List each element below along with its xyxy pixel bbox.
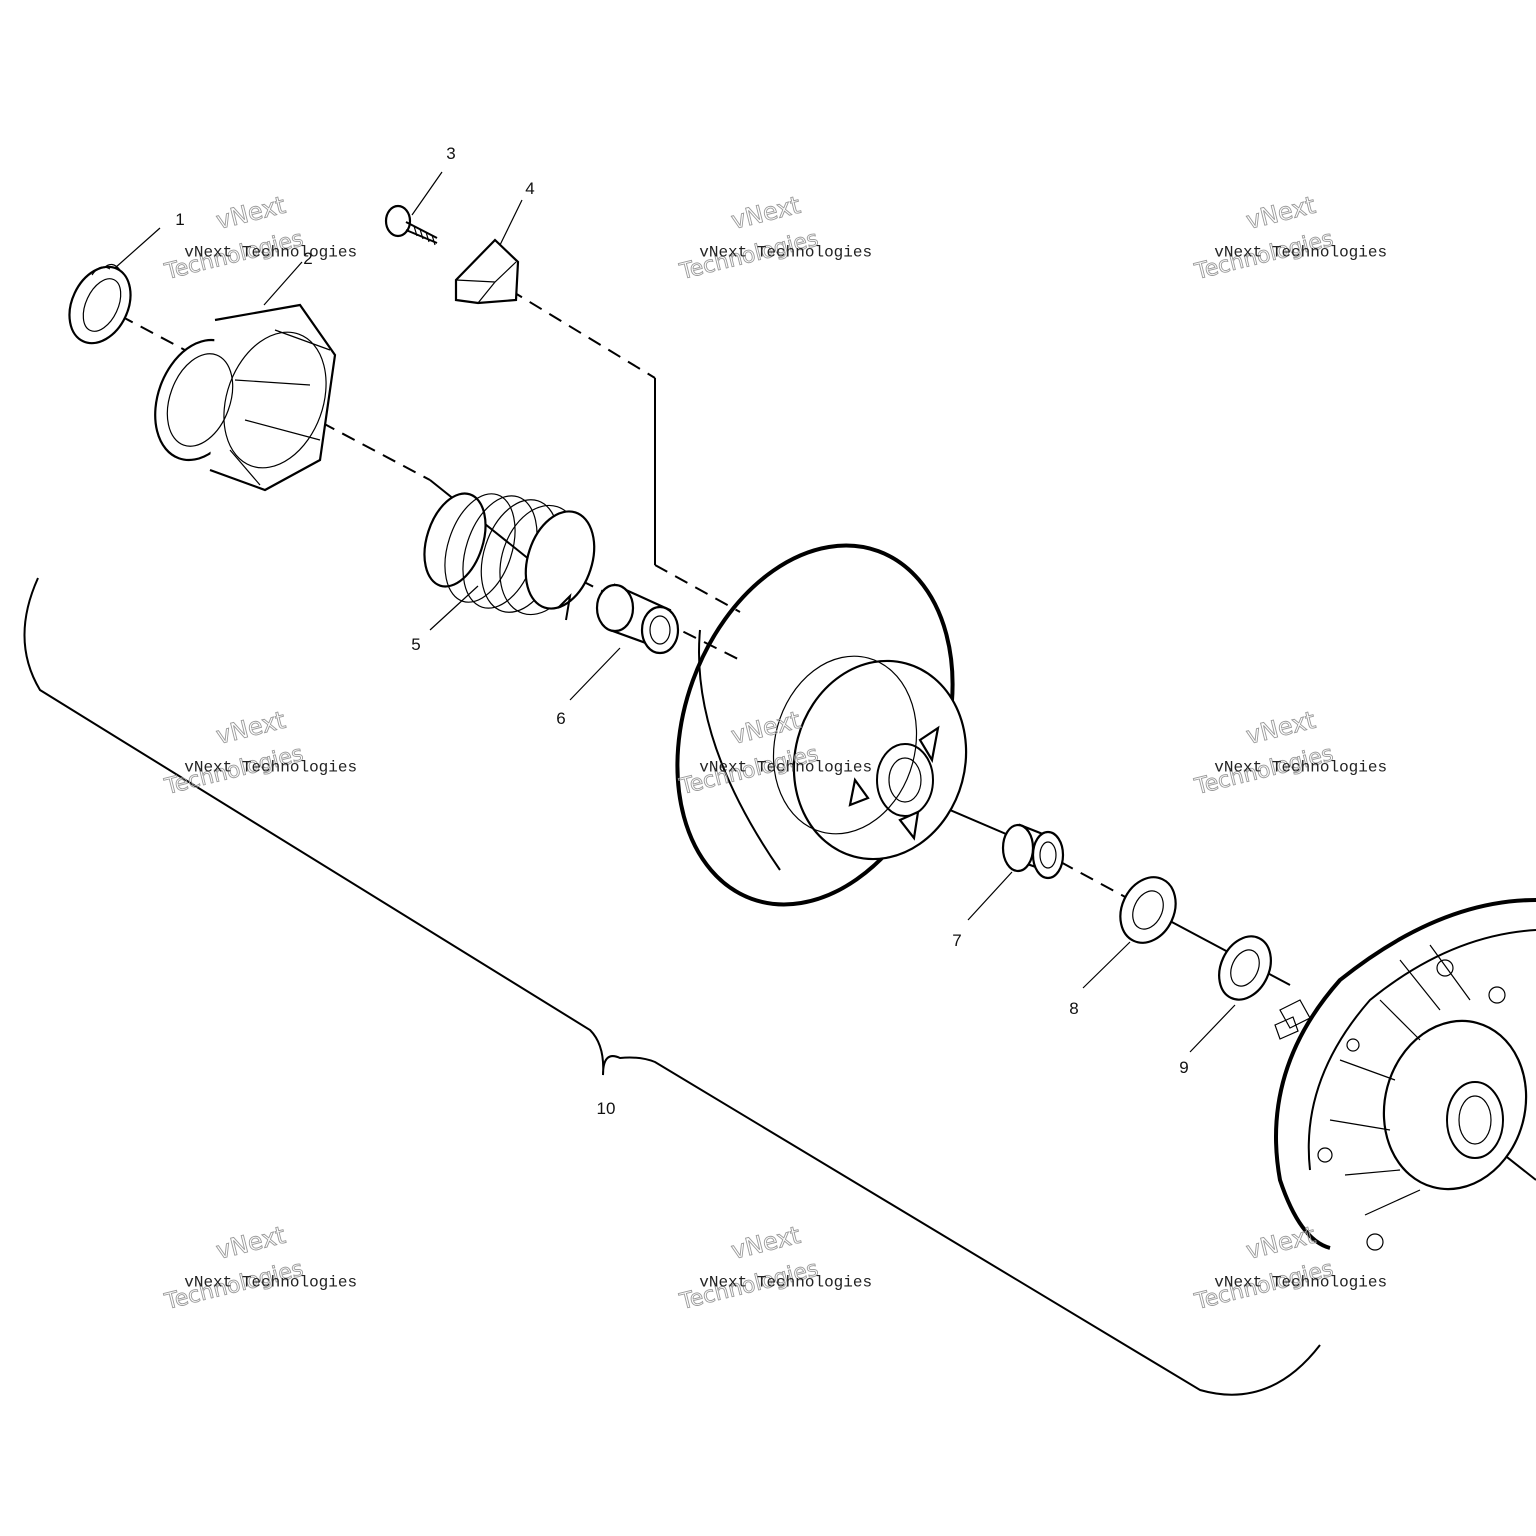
watermark-outline-word1: vNext (1243, 1221, 1318, 1265)
watermark-small-text: vNext Technologies (184, 758, 357, 776)
watermark-outline-word1: vNext (213, 1221, 288, 1265)
bearing-part (1001, 823, 1065, 880)
callout-labels: 1 2 3 4 5 6 7 8 9 10 (175, 144, 1188, 1118)
driven-clutch-assembly (1274, 898, 1536, 1251)
callout-8: 8 (1069, 999, 1078, 1018)
mounting-path-line (509, 289, 741, 613)
callout-5: 5 (411, 635, 420, 654)
watermark-small-text: vNext Technologies (184, 243, 357, 261)
callout-7: 7 (952, 931, 961, 950)
assembly-brace (23, 577, 1321, 1396)
watermark-small-text: vNext Technologies (1214, 758, 1387, 776)
callout-6: 6 (556, 709, 565, 728)
watermark-small-text: vNext Technologies (1214, 1273, 1387, 1291)
watermark-outline-word1: vNext (213, 191, 288, 235)
callout-1: 1 (175, 210, 184, 229)
watermark-outline-word1: vNext (728, 1221, 803, 1265)
watermark-small-text: vNext Technologies (699, 243, 872, 261)
washer-8-part (1119, 876, 1177, 944)
leader-lines (114, 171, 1236, 1053)
watermark-outline-word1: vNext (728, 706, 803, 750)
driven-sheave-part (675, 543, 968, 907)
callout-4: 4 (525, 179, 534, 198)
watermark-small-text: vNext Technologies (184, 1273, 357, 1291)
watermark-small-text: vNext Technologies (699, 758, 872, 776)
callout-10: 10 (597, 1099, 616, 1118)
watermark-outline-word1: vNext (728, 191, 803, 235)
bushing-part (595, 583, 680, 655)
callout-3: 3 (446, 144, 455, 163)
slider-button-part (454, 238, 520, 305)
watermark-outline-word1: vNext (1243, 191, 1318, 235)
watermark-outline-word1: vNext (1243, 706, 1318, 750)
watermark-small-text: vNext Technologies (699, 1273, 872, 1291)
watermark-outline-word1: vNext (213, 706, 288, 750)
spring-part (423, 492, 596, 621)
washer-9-part (1218, 935, 1272, 1001)
callout-2: 2 (303, 249, 312, 268)
screw-part (384, 204, 438, 246)
snap-ring-part (68, 263, 132, 345)
watermark-small-text: vNext Technologies (1214, 243, 1387, 261)
helix-cam-part (154, 303, 337, 492)
callout-9: 9 (1179, 1058, 1188, 1077)
